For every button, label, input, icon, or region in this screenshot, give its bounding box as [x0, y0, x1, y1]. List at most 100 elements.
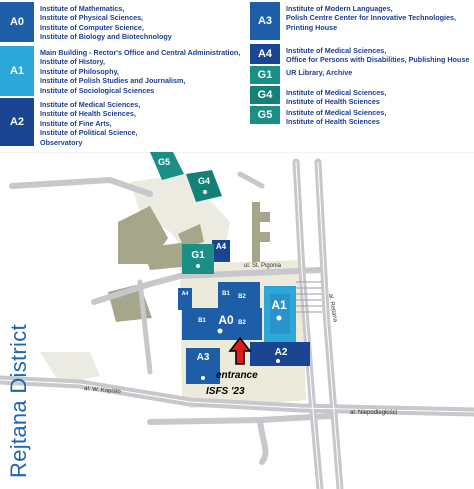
building-g4-shape — [186, 170, 222, 202]
legend-line: Institute of Modern Languages, — [286, 4, 393, 13]
legend-description-g5: Institute of Medical Sciences,Institute … — [280, 106, 386, 127]
campus-map: G5 G4 A4 G1 A1 A0 B1 B2 B1 B2 A4 A3 — [0, 152, 474, 489]
building-a4-label: A4 — [216, 242, 227, 251]
legend-row-g1: G1 UR Library, Archive — [250, 66, 352, 84]
legend-line: Institute of Computer Science, — [40, 22, 144, 32]
legend-code-g1: G1 — [250, 66, 280, 84]
building-b1-top-label: B1 — [222, 291, 230, 297]
road-north-spur — [237, 171, 265, 189]
street-label-pigonia: ul. St. Pigonia — [244, 263, 282, 269]
entrance-event-label: ISFS '23 — [206, 386, 245, 397]
building-a0-wing-west — [178, 288, 192, 310]
building-a0[interactable]: A0 B1 B2 B1 B2 A4 — [178, 282, 262, 340]
legend-code-g5: G5 — [250, 106, 280, 124]
road-pigonia — [91, 267, 323, 305]
green-patch — [178, 224, 204, 248]
legend-line: Institute of Political Science, — [40, 128, 138, 138]
building-a2-shape — [250, 342, 310, 366]
legend-line: Institute of Health Sciences — [286, 117, 380, 127]
street-label-niepodleglosci: al. Niepodległości — [350, 410, 397, 416]
green-notch-1 — [260, 212, 270, 222]
street-label-rejtana: al. Rejtana — [327, 293, 338, 323]
building-g1[interactable]: G1 — [182, 244, 214, 274]
building-a1-marker — [276, 315, 282, 321]
legend-line: Institute of Medical Sciences, — [286, 108, 387, 117]
road-north-west — [9, 177, 153, 197]
building-a0-label: A0 — [218, 313, 234, 327]
road-kopisto-highlight — [0, 379, 474, 413]
legend-line: Main Building - Rector's Office and Cent… — [40, 48, 241, 57]
building-a2-marker — [276, 359, 280, 363]
building-a1-label: A1 — [271, 298, 287, 312]
legend-description-a4: Institute of Medical Sciences,Office for… — [280, 44, 469, 65]
building-a0-north — [218, 282, 260, 312]
legend-line: Institute of Biology and Biotechnology — [40, 32, 172, 42]
legend-code-a2: A2 — [0, 98, 34, 146]
legend-code-a3: A3 — [250, 2, 280, 40]
building-a1-shape — [264, 286, 296, 342]
green-area-north — [130, 174, 230, 252]
road-highlights — [0, 161, 474, 489]
building-g1-label: G1 — [191, 250, 205, 261]
legend-code-a4: A4 — [250, 44, 280, 64]
building-b1-bottom-label: B1 — [198, 318, 206, 324]
building-a4[interactable]: A4 — [212, 240, 230, 262]
road-south-link — [257, 417, 269, 465]
building-a3-label: A3 — [197, 352, 210, 363]
legend-row-a1: A1 Main Building - Rector's Office and Ce… — [0, 46, 240, 96]
legend-description-a1: Main Building - Rector's Office and Cent… — [34, 46, 240, 95]
building-a1[interactable]: A1 — [264, 286, 296, 342]
green-notch-2 — [260, 232, 270, 242]
legend-code-g4: G4 — [250, 86, 280, 104]
entrance-label: entrance — [216, 370, 258, 381]
legend-line: Institute of Medical Sciences, — [286, 88, 387, 97]
building-g4[interactable]: G4 — [186, 170, 222, 202]
legend-description-a3: Institute of Modern Languages,Polish Cen… — [280, 2, 456, 32]
building-a2-label: A2 — [275, 347, 288, 358]
building-g1-marker — [196, 264, 200, 268]
road-rejtana-east-highlight — [317, 161, 341, 489]
legend-line: Institute of Polish Studies and Journali… — [40, 76, 186, 86]
legend-line: UR Library, Archive — [286, 68, 353, 77]
legend-line: Institute of History, — [40, 57, 105, 67]
district-title: Rejtana District — [6, 324, 31, 478]
road-connector-west — [137, 279, 153, 375]
building-a0-main — [182, 308, 262, 340]
building-g4-marker — [203, 190, 207, 194]
building-b2-bottom-label: B2 — [238, 320, 246, 326]
building-g4-label: G4 — [198, 176, 210, 186]
legend-description-g4: Institute of Medical Sciences,Institute … — [280, 86, 386, 107]
legend-line: Printing House — [286, 22, 338, 32]
building-g5[interactable]: G5 — [150, 152, 184, 180]
legend-description-g1: UR Library, Archive — [280, 66, 352, 77]
building-a2[interactable]: A2 — [250, 342, 310, 366]
legend-line: Institute of Sociological Sciences — [40, 85, 155, 95]
street-label-kopisto: al. W. Kopisto — [84, 386, 122, 395]
legend-code-a1: A1 — [0, 46, 34, 96]
building-a3-marker — [201, 376, 205, 380]
legend-description-a2: Institute of Medical Sciences, Institute … — [34, 98, 140, 147]
building-a4-small-label: A4 — [182, 291, 189, 297]
green-strip-east — [252, 202, 260, 262]
legend-line: Institute of Fine Arts, — [40, 118, 112, 128]
legend-line: Institute of Medical Sciences, — [40, 100, 141, 109]
entrance-marker: entrance ISFS '23 — [206, 336, 258, 397]
building-a0-marker — [217, 328, 223, 334]
legend-line: Institute of Philosophy, — [40, 66, 119, 76]
legend-line: Polish Centre Center for Innovative Tech… — [286, 13, 457, 23]
building-g1-shape — [182, 244, 214, 274]
building-a3[interactable]: A3 — [186, 348, 220, 384]
green-area-central — [142, 242, 192, 270]
road-rejtana-highlight — [295, 161, 321, 489]
building-a4-shape — [212, 240, 230, 262]
entrance-arrow-icon — [228, 336, 252, 365]
legend-line: Institute of Health Sciences — [286, 97, 380, 107]
building-a1-courtyard — [270, 294, 290, 334]
legend-description-a0: Institute of Mathematics,Institute of Ph… — [34, 2, 172, 42]
